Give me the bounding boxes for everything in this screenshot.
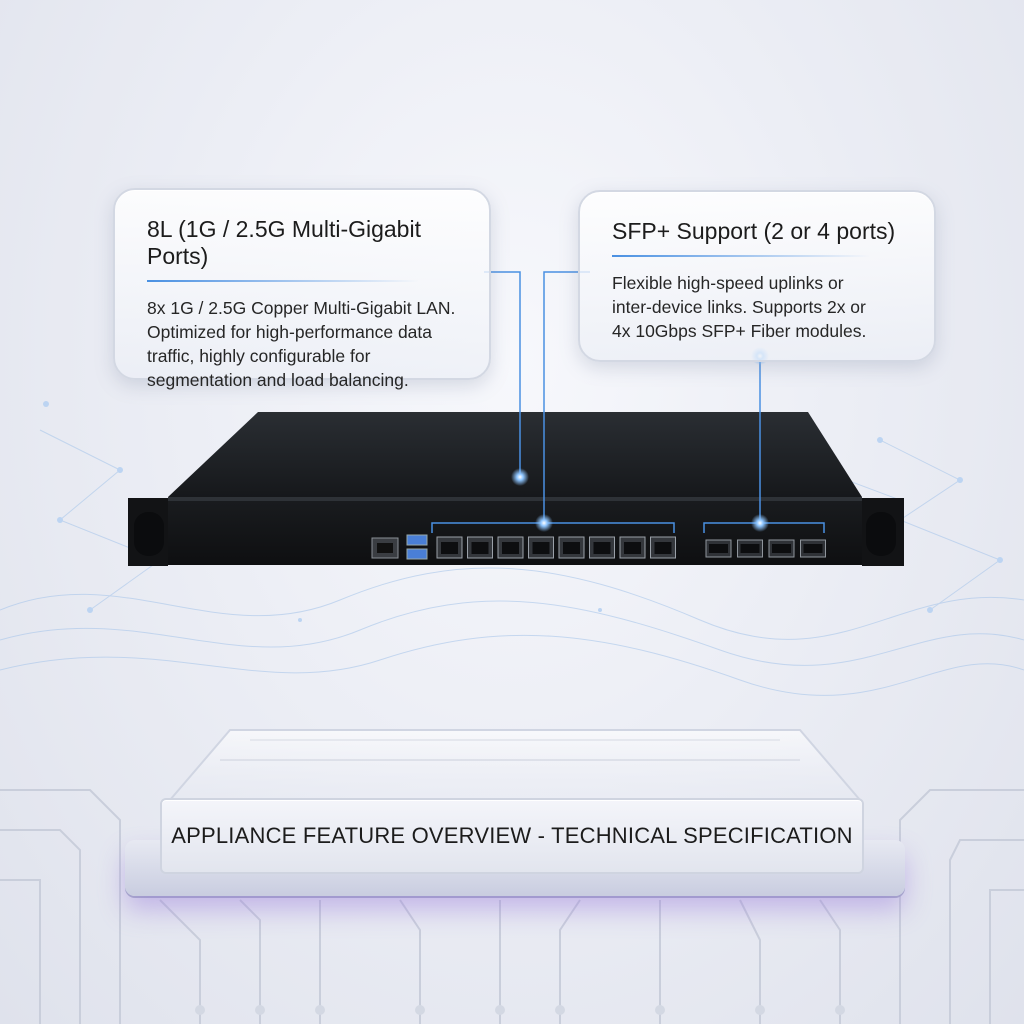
feature-line: Optimized for high-performance data	[147, 322, 432, 342]
rj45-port	[589, 536, 615, 559]
banner-label: APPLIANCE FEATURE OVERVIEW - TECHNICAL S…	[171, 823, 853, 848]
rj45-port	[467, 536, 493, 559]
feature-line: 4x 10Gbps SFP+ Fiber modules.	[612, 321, 867, 341]
feature-line: inter-device links. Supports 2x or	[612, 297, 866, 317]
feature-title: 8L (1G / 2.5G Multi-Gigabit Ports)	[147, 216, 421, 269]
rj45-port	[528, 536, 554, 559]
feature-card-multigigabit: 8L (1G / 2.5G Multi-Gigabit Ports) 8x 1G…	[113, 188, 491, 390]
feature-title: SFP+ Support (2 or 4 ports)	[612, 218, 896, 244]
rj45-port	[558, 536, 585, 559]
feature-card-sfp: SFP+ Support (2 or 4 ports) Flexible hig…	[578, 190, 936, 362]
feature-description: 8x 1G / 2.5G Copper Multi-Gigabit LAN. O…	[147, 296, 467, 392]
holographic-platform	[167, 729, 863, 801]
rj45-port	[619, 536, 646, 559]
circuit-pads-decoration	[195, 1005, 845, 1015]
console-port	[371, 537, 399, 559]
title-divider	[612, 255, 871, 257]
feature-line: 8x 1G / 2.5G Copper Multi-Gigabit LAN.	[147, 298, 456, 318]
sfp-port	[800, 539, 826, 558]
overview-banner: APPLIANCE FEATURE OVERVIEW - TECHNICAL S…	[160, 798, 864, 874]
rj45-port	[497, 536, 524, 559]
feature-description: Flexible high-speed uplinks or inter-dev…	[612, 271, 916, 343]
rj45-port-group	[436, 536, 676, 559]
sfp-port	[737, 539, 763, 558]
rj45-port	[650, 536, 676, 559]
usb-ports	[406, 534, 428, 560]
feature-line: Flexible high-speed uplinks or	[612, 273, 844, 293]
sfp-port	[768, 539, 795, 558]
feature-line: segmentation and load balancing.	[147, 370, 409, 390]
rj45-port	[436, 536, 463, 559]
title-divider	[147, 280, 419, 282]
callout-connector-lines	[484, 271, 761, 523]
sfp-port-group	[705, 539, 826, 558]
feature-line: traffic, highly configurable for	[147, 346, 371, 366]
sfp-port	[705, 539, 732, 558]
